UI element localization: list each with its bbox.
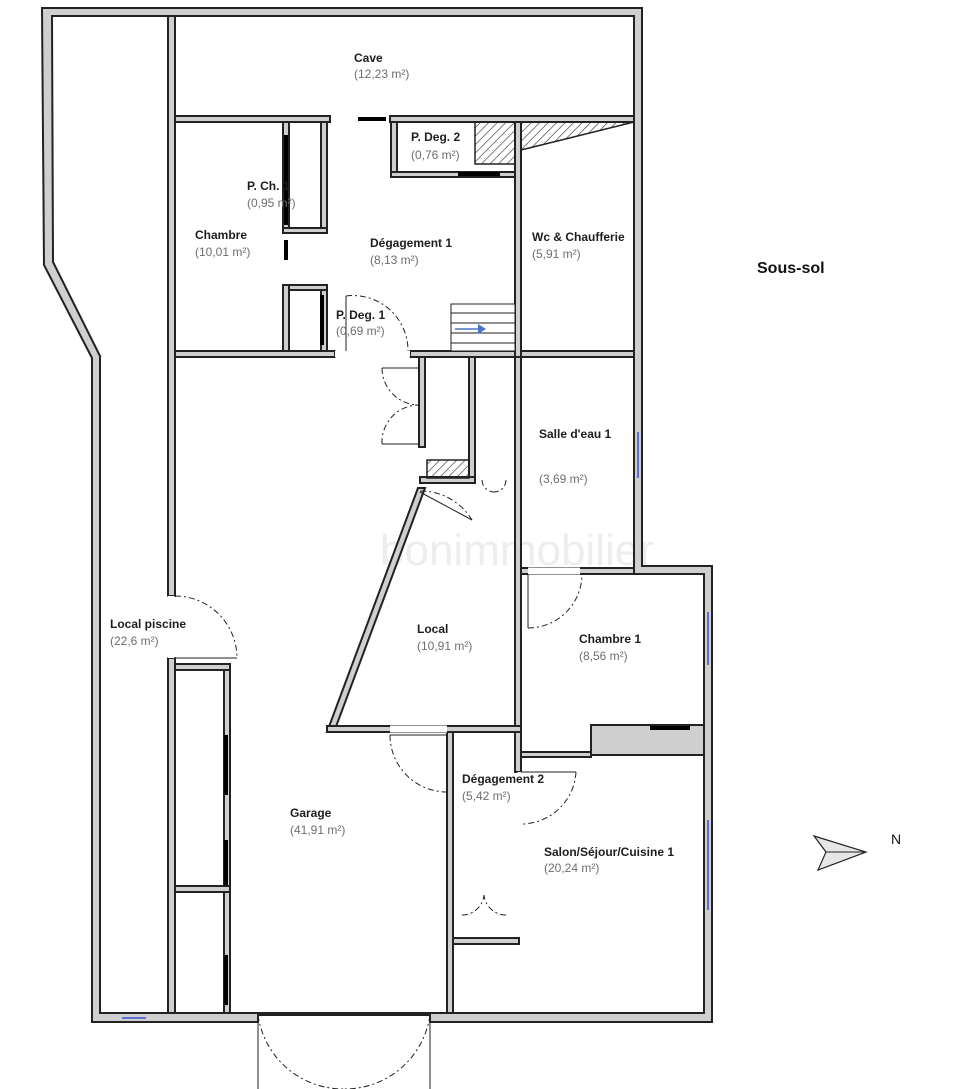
openings bbox=[167, 350, 580, 822]
room-local-area: (10,91 m²) bbox=[417, 639, 472, 653]
north-arrow-icon bbox=[812, 834, 868, 872]
room-local-piscine-name: Local piscine bbox=[110, 617, 186, 631]
room-local-name: Local bbox=[417, 622, 448, 636]
room-p-deg-2-area: (0,76 m²) bbox=[411, 148, 460, 162]
room-wc-chaufferie-area: (5,91 m²) bbox=[532, 247, 581, 261]
room-cave-area: (12,23 m²) bbox=[354, 67, 409, 81]
room-salon-sejour-cuisine-1-area: (20,24 m²) bbox=[544, 861, 599, 875]
room-salon-sejour-cuisine-1-name: Salon/Séjour/Cuisine 1 bbox=[544, 845, 674, 859]
room-local-piscine-area: (22,6 m²) bbox=[110, 634, 159, 648]
room-labels: Cave (12,23 m²) P. Deg. 2 (0,76 m²) P. C… bbox=[110, 51, 674, 875]
room-degagement-2-name: Dégagement 2 bbox=[462, 772, 544, 786]
room-garage-name: Garage bbox=[290, 806, 332, 820]
room-salle-deau-1-area: (3,69 m²) bbox=[539, 472, 588, 486]
room-chambre-1-area: (8,56 m²) bbox=[579, 649, 628, 663]
room-degagement-2-area: (5,42 m²) bbox=[462, 789, 511, 803]
hatched-areas bbox=[426, 121, 635, 479]
doors bbox=[174, 295, 583, 1089]
room-chambre-1-name: Chambre 1 bbox=[579, 632, 641, 646]
level-label: Sous-sol bbox=[757, 260, 825, 277]
staircase bbox=[450, 303, 516, 352]
room-p-deg-2-name: P. Deg. 2 bbox=[411, 130, 460, 144]
room-wc-chaufferie-name: Wc & Chaufferie bbox=[532, 230, 625, 244]
interior-walls bbox=[167, 15, 705, 1014]
north-label: N bbox=[891, 831, 901, 847]
room-p-deg-1-area: (0,69 m²) bbox=[336, 324, 385, 338]
room-p-ch-1-area: (0,95 m²) bbox=[247, 196, 296, 210]
north-arrow: N bbox=[812, 831, 901, 872]
room-garage-area: (41,91 m²) bbox=[290, 823, 345, 837]
room-p-deg-1-name: P. Deg. 1 bbox=[336, 308, 385, 322]
room-degagement-1-name: Dégagement 1 bbox=[370, 236, 452, 250]
room-cave-name: Cave bbox=[354, 51, 383, 65]
room-degagement-1-area: (8,13 m²) bbox=[370, 253, 419, 267]
room-chambre-area: (10,01 m²) bbox=[195, 245, 250, 259]
room-p-ch-1-name: P. Ch. 1 bbox=[247, 179, 290, 193]
room-salle-deau-1-name: Salle d'eau 1 bbox=[539, 427, 612, 441]
room-chambre-name: Chambre bbox=[195, 228, 247, 242]
windows bbox=[122, 117, 709, 1019]
outer-wall bbox=[40, 7, 713, 1023]
